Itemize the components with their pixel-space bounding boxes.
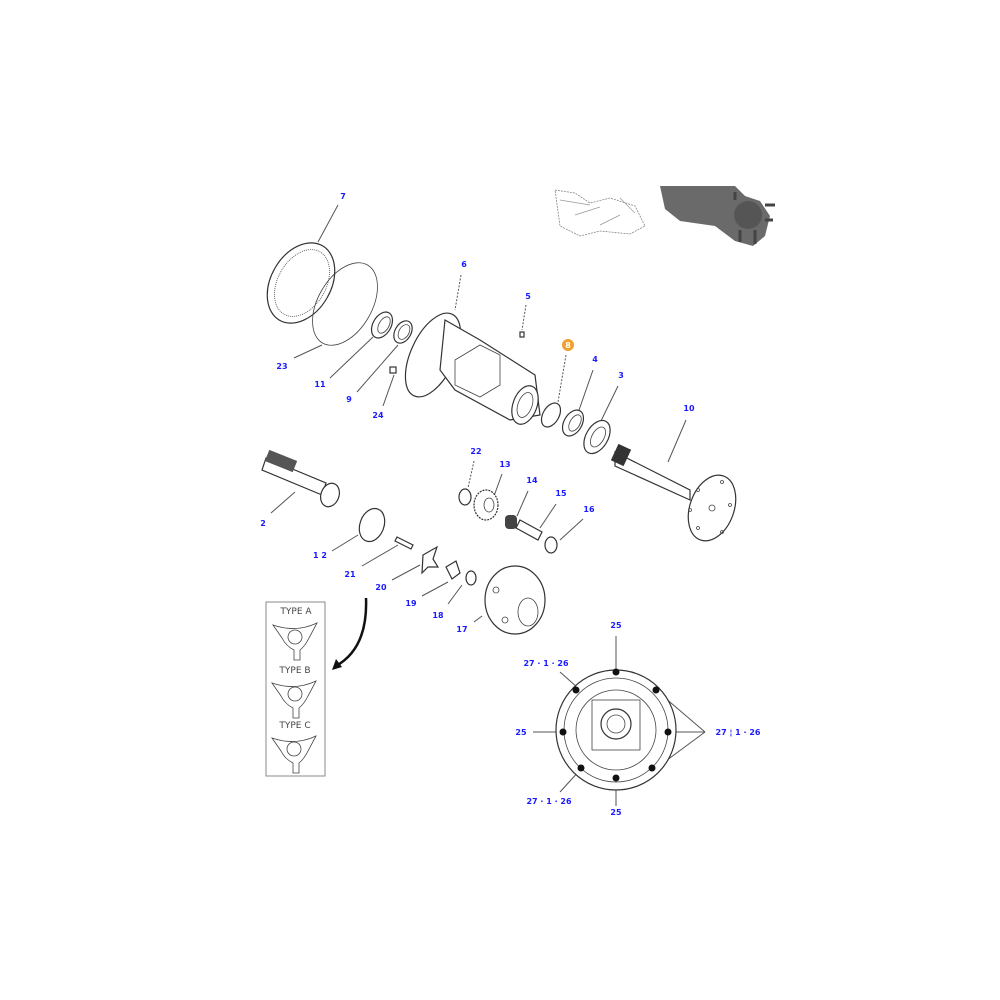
parts bbox=[261, 242, 737, 635]
part-4-bearing bbox=[561, 409, 585, 437]
part-16-washer bbox=[544, 536, 558, 554]
callout-17[interactable]: 17 bbox=[456, 625, 467, 634]
callout-6[interactable]: 6 bbox=[461, 260, 467, 269]
part-23-o-ring bbox=[312, 262, 378, 346]
part-12-snap-ring bbox=[358, 507, 386, 543]
part-20-lock-plate bbox=[421, 545, 440, 575]
callout-20[interactable]: 20 bbox=[375, 583, 387, 592]
highlight-badge bbox=[562, 339, 574, 351]
lock-plate-type-legend: TYPE A TYPE B TYPE C bbox=[265, 597, 368, 777]
part-14-needle-bearing bbox=[505, 515, 517, 529]
callout-22[interactable]: 22 bbox=[470, 447, 481, 456]
callout-15[interactable]: 15 bbox=[555, 489, 567, 498]
part-5-bolt bbox=[519, 331, 525, 338]
type-b-label: TYPE B bbox=[278, 666, 310, 676]
leader-lines bbox=[270, 204, 706, 806]
callout-3[interactable]: 3 bbox=[618, 371, 624, 380]
callout-5[interactable]: 5 bbox=[525, 292, 531, 301]
callout-2[interactable]: 2 bbox=[260, 519, 266, 528]
type-c-plate bbox=[270, 735, 317, 774]
callout-24[interactable]: 24 bbox=[372, 411, 384, 420]
type-b-plate bbox=[270, 680, 317, 719]
callout-27-1-26-upper-left[interactable]: 27 · 1 · 26 bbox=[523, 659, 568, 668]
callout-25-top[interactable]: 25 bbox=[610, 621, 622, 630]
part-15-pin bbox=[515, 519, 543, 541]
callout-14[interactable]: 14 bbox=[526, 476, 538, 485]
part-10-axle-shaft bbox=[610, 443, 737, 542]
callout-11[interactable]: 11 bbox=[314, 380, 326, 389]
part-21-bolt bbox=[394, 536, 414, 550]
part-19-washer-plate bbox=[445, 560, 461, 580]
callout-19[interactable]: 19 bbox=[405, 599, 417, 608]
part-24-plug bbox=[389, 366, 397, 374]
bolt-holes bbox=[559, 668, 672, 782]
part-2-pinion-shaft bbox=[261, 449, 341, 508]
type-a-label: TYPE A bbox=[279, 607, 312, 617]
callout-4[interactable]: 4 bbox=[592, 355, 598, 364]
part-3-seal bbox=[583, 419, 611, 455]
curved-arrow bbox=[335, 597, 368, 668]
part-17-planet-carrier bbox=[484, 565, 546, 635]
callout-18[interactable]: 18 bbox=[432, 611, 444, 620]
callout-7[interactable]: 7 bbox=[340, 192, 346, 201]
callout-21[interactable]: 21 bbox=[344, 570, 356, 579]
callouts: 7 6 5 8 4 3 10 23 11 9 24 22 13 14 15 16… bbox=[260, 192, 761, 817]
type-c-label: TYPE C bbox=[278, 721, 310, 731]
part-6-housing bbox=[404, 312, 541, 425]
part-8-ring bbox=[540, 402, 562, 428]
callout-8[interactable]: 8 bbox=[565, 341, 571, 350]
part-9-seal bbox=[393, 320, 413, 344]
callout-27-1-26-right[interactable]: 27 ¦ 1 · 26 bbox=[716, 728, 761, 737]
callout-10[interactable]: 10 bbox=[683, 404, 695, 413]
part-11-bearing bbox=[370, 311, 394, 339]
callout-25-left[interactable]: 25 bbox=[515, 728, 527, 737]
callout-25-bottom[interactable]: 25 bbox=[610, 808, 622, 817]
part-7-ring-gear bbox=[266, 242, 336, 324]
callout-9[interactable]: 9 bbox=[346, 395, 352, 404]
part-13-planet-gear bbox=[473, 489, 499, 521]
callout-16[interactable]: 16 bbox=[583, 505, 595, 514]
callout-27-1-26-lower-left[interactable]: 27 · 1 · 26 bbox=[526, 797, 571, 806]
part-18-washer bbox=[465, 570, 477, 586]
part-22-washer bbox=[458, 488, 472, 506]
callout-13[interactable]: 13 bbox=[499, 460, 510, 469]
carrier-end-view bbox=[555, 668, 677, 791]
locator-thumbnail bbox=[552, 186, 775, 246]
type-a-plate bbox=[271, 622, 318, 661]
callout-12[interactable]: 1 2 bbox=[313, 551, 327, 560]
callout-23[interactable]: 23 bbox=[276, 362, 287, 371]
